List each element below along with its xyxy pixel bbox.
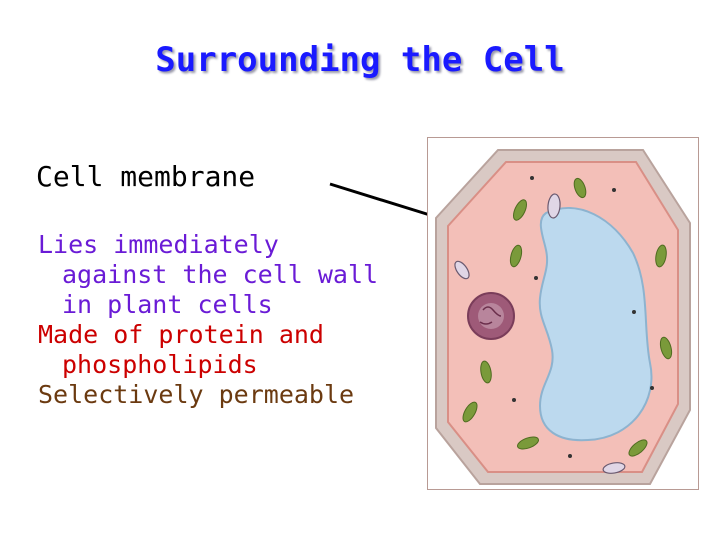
bullet-1: Lies immediately against the cell wall i… [38,230,428,320]
bullet-list: Lies immediately against the cell wall i… [38,230,428,410]
bullet-1-line-3: in plant cells [62,290,273,319]
central-vacuole [538,207,653,442]
bullet-2-line-1: Made of protein and [38,320,324,349]
mitochondria [454,193,626,474]
bullet-3-line-1: Selectively permeable [38,380,355,409]
ribosomes [512,176,654,458]
cell-membrane-label: Cell membrane [36,160,256,193]
slide-title: Surrounding the Cell [155,40,565,80]
chloroplasts [462,177,673,457]
bullet-3: Selectively permeable [38,380,428,410]
bullet-2: Made of protein and phospholipids [38,320,428,380]
bullet-1-line-2: against the cell wall [62,260,379,289]
bullet-1-line-1: Lies immediately [38,230,279,259]
plant-cell-diagram [427,137,699,490]
bullet-2-line-2: phospholipids [62,350,258,379]
